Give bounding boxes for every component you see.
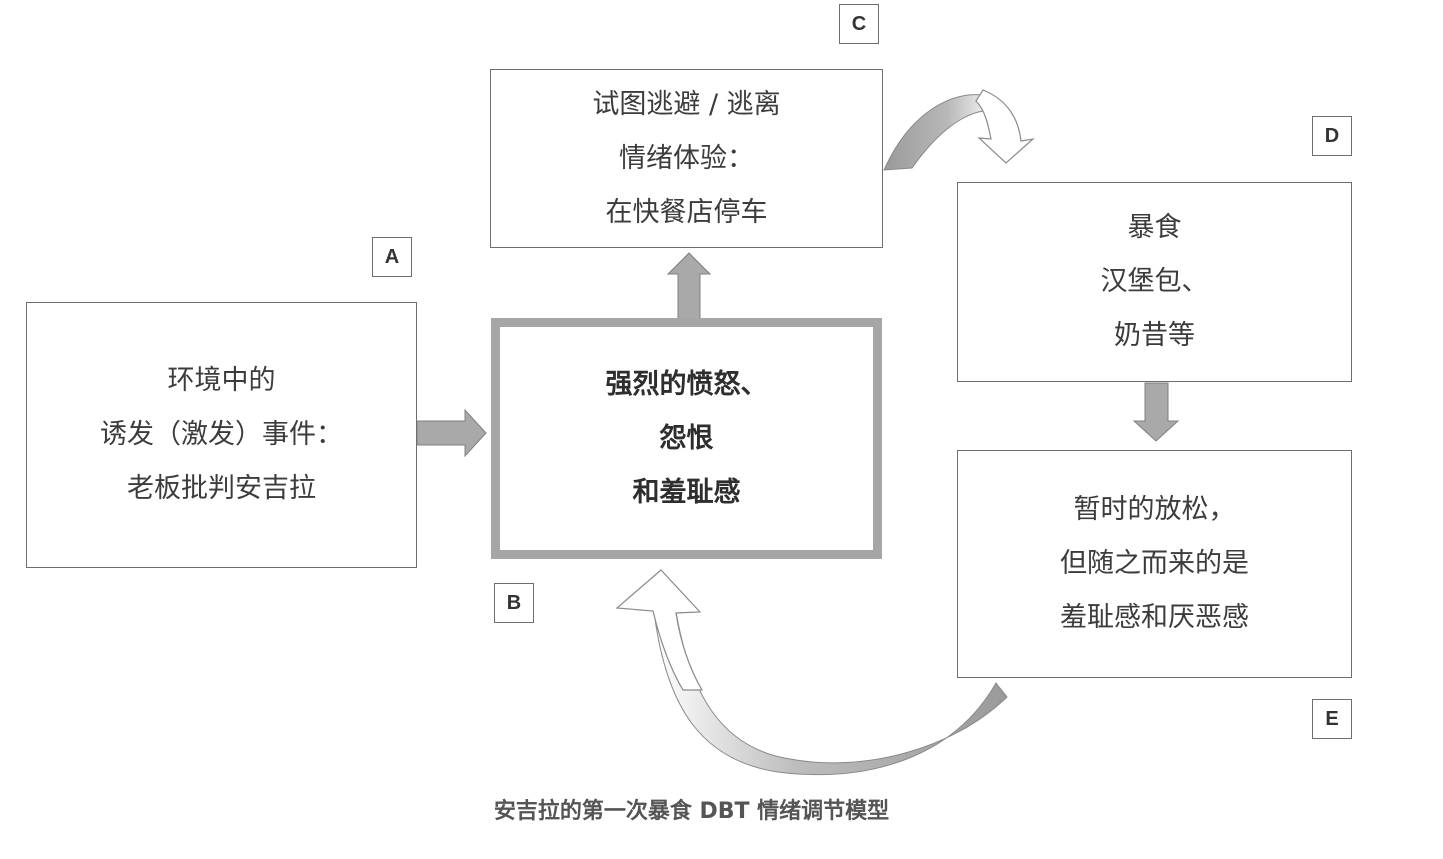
box-a-line-2: 诱发（激发）事件： [100, 419, 343, 450]
figure-caption: 安吉拉的第一次暴食 DBT 情绪调节模型 [493, 799, 890, 824]
box-a-line-3: 老板批判安吉拉 [127, 473, 316, 504]
arrow-c-to-d-head [975, 89, 1035, 164]
arrow-d-to-e [1132, 382, 1180, 442]
box-b-emotion: 强烈的愤怒、 怨恨 和羞耻感 [491, 318, 882, 559]
box-d-line-2: 汉堡包、 [1100, 266, 1209, 297]
box-c-line-3: 在快餐店停车 [605, 196, 768, 228]
box-c-line-2: 情绪体验： [619, 142, 754, 174]
box-b-line-2: 怨恨 [659, 422, 714, 454]
arrow-a-to-b [416, 408, 487, 458]
box-e-line-3: 羞耻感和厌恶感 [1060, 602, 1249, 633]
tag-d: D [1312, 116, 1352, 156]
arrow-e-to-b [653, 611, 1008, 776]
box-b-line-1: 强烈的愤怒、 [605, 368, 768, 400]
box-e-aftermath: 暂时的放松， 但随之而来的是 羞耻感和厌恶感 [957, 450, 1352, 678]
box-e-line-2: 但随之而来的是 [1060, 548, 1249, 579]
box-b-line-3: 和羞耻感 [632, 476, 741, 508]
tag-e: E [1312, 699, 1352, 739]
arrow-b-to-c [666, 252, 712, 321]
arrow-e-to-b-head [615, 569, 704, 691]
tag-a: A [372, 237, 412, 277]
box-d-line-3: 奶昔等 [1114, 320, 1195, 351]
tag-b: B [494, 583, 534, 623]
box-d-binge: 暴食 汉堡包、 奶昔等 [957, 182, 1352, 382]
box-a-trigger-event: 环境中的 诱发（激发）事件： 老板批判安吉拉 [26, 302, 417, 568]
tag-c: C [839, 4, 879, 44]
box-d-line-1: 暴食 [1127, 212, 1182, 243]
box-a-line-1: 环境中的 [167, 365, 276, 396]
box-e-line-1: 暂时的放松， [1073, 494, 1236, 525]
box-c-escape: 试图逃避 / 逃离 情绪体验： 在快餐店停车 [490, 69, 883, 248]
box-c-line-1: 试图逃避 / 逃离 [592, 88, 781, 120]
